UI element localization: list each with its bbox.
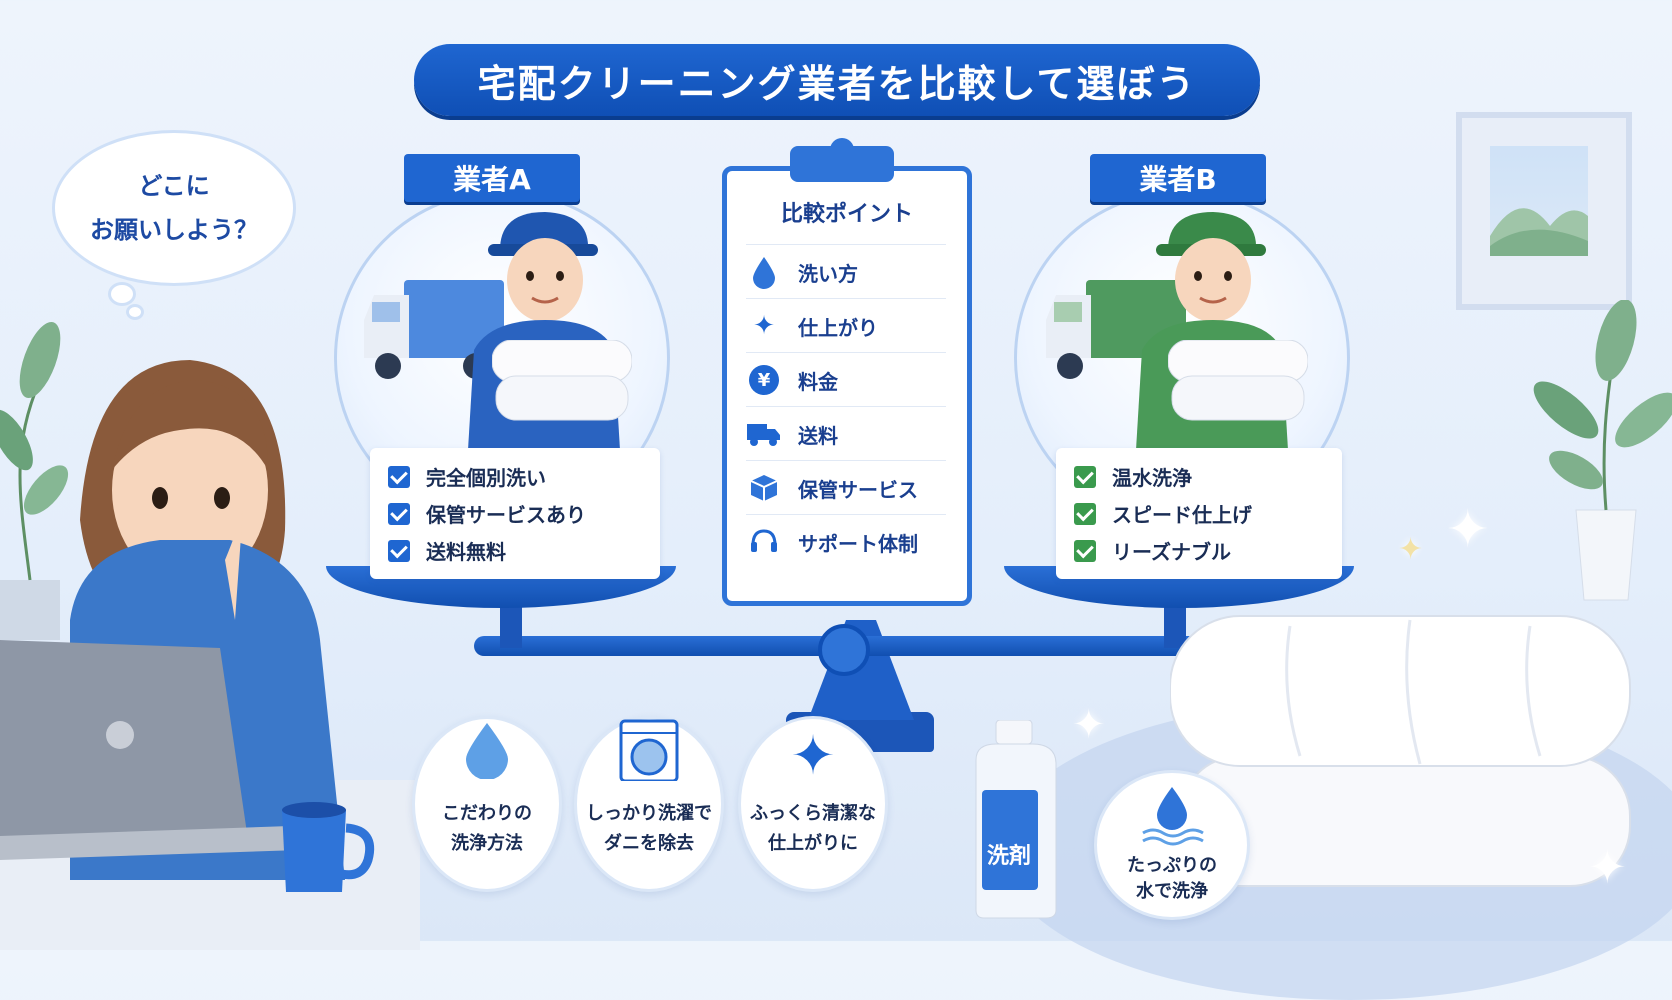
benefit-card: こだわりの 洗浄方法	[412, 716, 562, 892]
comparison-item: ✦ 仕上がり	[746, 298, 946, 353]
thought-line1: どこに	[138, 172, 210, 200]
vendor-a-tag: 業者A	[404, 154, 580, 202]
page-title: 宅配クリーニング業者を比較して選ぼう	[414, 44, 1260, 116]
scale-post-left	[500, 598, 522, 648]
truck-icon	[746, 416, 782, 452]
mug-illustration	[282, 802, 375, 892]
plant-right	[1533, 300, 1672, 601]
thought-dot	[108, 282, 136, 306]
vendor-b-tag: 業者B	[1090, 154, 1266, 202]
detergent-label: 洗剤	[986, 844, 1031, 869]
washing-machine-icon	[619, 719, 679, 781]
vendor-a-features: 完全個別洗い 保管サービスあり 送料無料	[370, 448, 660, 579]
vendor-a-feature: 完全個別洗い	[388, 458, 642, 495]
plant-left	[0, 322, 69, 640]
vendor-b-feature: スピード仕上げ	[1074, 495, 1324, 532]
vendor-a-feature: 保管サービスあり	[388, 495, 642, 532]
scale-post-right	[1164, 598, 1186, 648]
water-drop-icon	[746, 254, 782, 290]
thought-line2: お願いしよう？	[90, 216, 258, 244]
clipboard-clip	[790, 146, 894, 182]
comparison-title: 比較ポイント	[780, 202, 913, 227]
sparkle-icon: ✦	[1588, 840, 1627, 894]
wall-picture-frame	[1456, 112, 1632, 310]
scale-pivot	[818, 624, 870, 676]
vendor-a-futon	[492, 340, 632, 421]
sparkle-icon: ✦	[1398, 532, 1424, 567]
vendor-b-feature: リーズナブル	[1074, 532, 1324, 569]
box-icon	[746, 470, 782, 506]
futon-stack	[1170, 615, 1631, 887]
laptop-illustration	[0, 640, 300, 860]
sparkle-icon: ✦	[1446, 500, 1490, 560]
benefit-card: ✦ ふっくら清潔な 仕上がりに	[738, 716, 888, 892]
sparkle-icon: ✦	[753, 311, 775, 341]
comparison-item: 洗い方	[746, 244, 946, 299]
comparison-item: 保管サービス	[746, 460, 946, 515]
thought-bubble: どこに お願いしよう？	[52, 130, 296, 286]
checkbox-icon	[388, 465, 410, 488]
vendor-b-feature: 温水洗浄	[1074, 458, 1324, 495]
comparison-item: サポート体制	[746, 514, 946, 569]
vendor-a-feature: 送料無料	[388, 532, 642, 569]
scale-stand	[808, 620, 914, 720]
checkbox-icon	[388, 502, 410, 525]
comparison-item: 送料	[746, 406, 946, 461]
vendor-b-features: 温水洗浄 スピード仕上げ リーズナブル	[1056, 448, 1342, 579]
water-drop-icon	[466, 723, 508, 779]
checkbox-icon	[1074, 539, 1096, 562]
water-waves-icon	[1142, 787, 1204, 846]
wall-picture	[1490, 146, 1588, 256]
landscape-picture	[1490, 208, 1588, 256]
detergent-bottle	[975, 720, 1057, 919]
vendor-b-futon	[1168, 340, 1308, 421]
vendor-a-truck	[364, 280, 504, 379]
headset-icon	[746, 524, 782, 560]
benefit-card: たっぷりの 水で洗浄	[1094, 770, 1250, 920]
thought-dot	[126, 304, 144, 320]
yen-icon: ¥	[746, 362, 782, 398]
checkbox-icon	[1074, 502, 1096, 525]
checkbox-icon	[388, 539, 410, 562]
sparkle-icon: ✦	[790, 724, 836, 787]
sparkle-icon: ✦	[1072, 702, 1106, 748]
checkbox-icon	[1074, 465, 1096, 488]
comparison-item: ¥ 料金	[746, 352, 946, 407]
benefit-card: しっかり洗濯で ダニを除去	[574, 716, 724, 892]
